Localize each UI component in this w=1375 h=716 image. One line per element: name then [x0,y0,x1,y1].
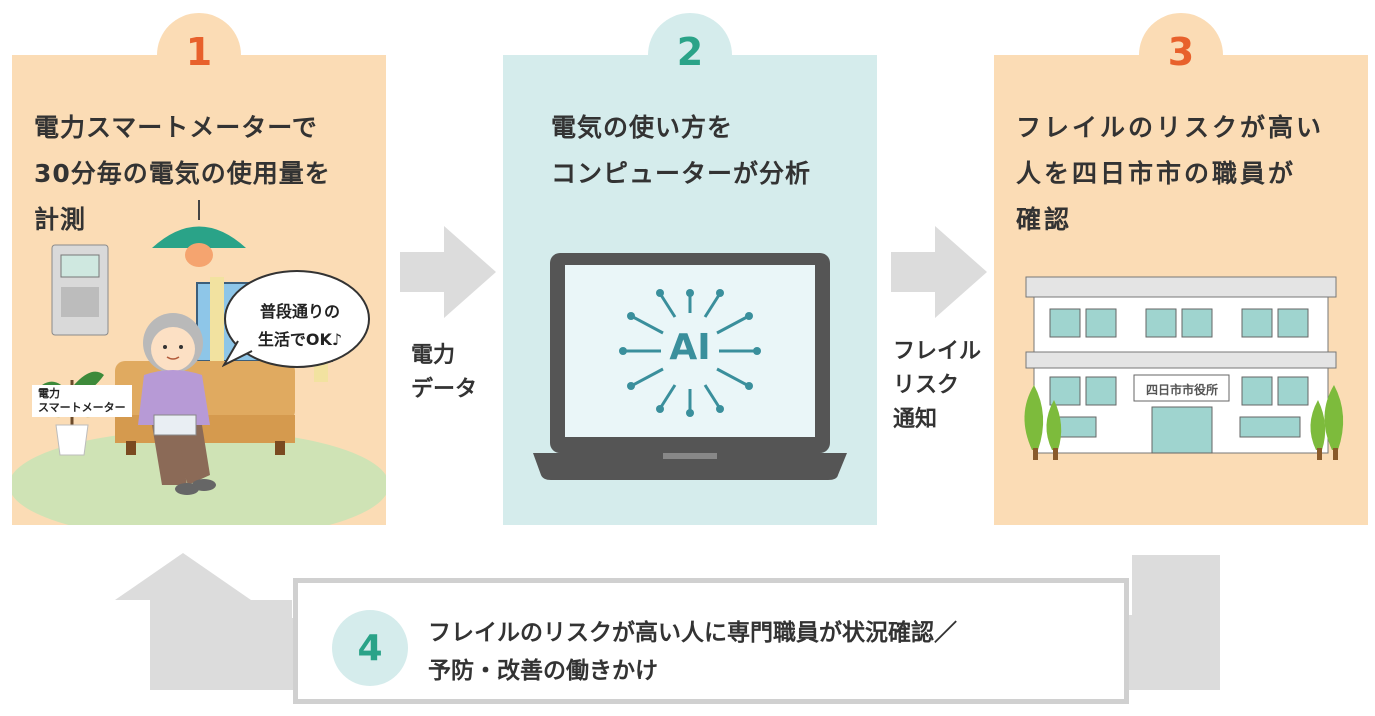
step-3-title-line: 確認 [1016,205,1073,234]
arrow-right-icon [891,226,987,318]
step-2-panel: 2 電気の使い方を コンピューターが分析 AI [503,13,877,525]
step-3-title-line: 人を四日市市の職員が [1016,159,1297,188]
step-2-title-line: コンピューターが分析 [551,159,812,188]
laptop-ai-text: AI [669,327,711,368]
grandmother-figure [138,313,216,495]
speech-bubble [222,270,370,368]
arrow-2-label-line: 通知 [893,407,938,432]
speech-line: 普段通りの [259,302,340,321]
city-hall-building-icon [1024,276,1344,460]
arrow-2-label: フレイル リスク 通知 [893,335,981,437]
tree-icon [1024,385,1344,450]
circuit-icon [625,294,755,411]
meter-label-line: 電力 [38,387,60,400]
building-sign [1133,374,1230,402]
arrow-1-label-line: 電力 [411,343,456,368]
step-4-circle: 4 [332,610,408,686]
meter-label-line: スマートメーター [38,401,126,414]
step-1-number: 1 [185,30,213,74]
smart-meter-label: 電力 スマートメーター [32,385,132,417]
arrow-2-label-line: リスク [893,373,960,398]
step-2-title: 電気の使い方を コンピューターが分析 [551,105,811,197]
step-4-line: 予防・改善の働きかけ [428,658,658,684]
step-2-number: 2 [676,30,704,74]
step-1-title-line: 計測 [34,205,87,234]
step-1-title-line: 30分毎の電気の使用量を [34,159,331,188]
step-1-title-line: 電力スマートメーターで [34,113,318,142]
arrow-1-label-line: データ [411,377,478,402]
step-3-title: フレイルのリスクが高い 人を四日市市の職員が 確認 [1016,105,1324,243]
step-3-panel: 3 フレイルのリスクが高い 人を四日市市の職員が 確認 [994,13,1368,525]
lamp-icon [152,226,246,248]
step-2-title-line: 電気の使い方を [551,113,734,142]
building-sign-text: 四日市市役所 [1145,383,1218,397]
arrow-right-icon [400,226,496,318]
step-4-box [293,578,1129,704]
step-1-title: 電力スマートメーターで 30分毎の電気の使用量を 計測 [34,105,331,243]
step-1-panel: 1 電力スマートメーターで 30分毎の電気の使用量を 計測 [12,13,386,525]
step-3-tab: 3 [1139,13,1223,97]
arrow-1-label: 電力 データ [411,339,477,407]
step-4-line: フレイルのリスクが高い人に専門職員が状況確認／ [428,620,957,646]
arrow-2-label-line: フレイル [893,339,982,364]
step-1-tab: 1 [157,13,241,97]
step-3-number: 3 [1167,30,1195,74]
step-4-text: フレイルのリスクが高い人に専門職員が状況確認／ 予防・改善の働きかけ [428,614,957,690]
speech-bubble-text: 普段通りの 生活でOK♪ [242,298,358,354]
step-2-tab: 2 [648,13,732,97]
step-3-title-line: フレイルのリスクが高い [1016,113,1325,142]
step-4-number: 4 [357,627,383,669]
laptop-illustration [533,253,847,480]
speech-line: 生活でOK♪ [257,330,343,349]
